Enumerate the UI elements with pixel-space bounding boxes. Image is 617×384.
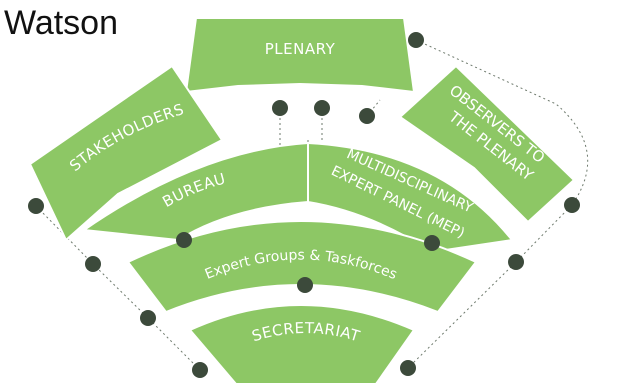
structure-boxes: [28, 17, 576, 384]
connector-dot-icon: [564, 197, 580, 213]
connector-dot-icon: [140, 310, 156, 326]
expert-groups-box: [126, 220, 478, 314]
stakeholders-box: [28, 64, 224, 242]
connector-line-plenary-right: [366, 99, 381, 117]
connector-dot-icon: [85, 256, 101, 272]
connector-line-plenary-outer: [407, 39, 589, 369]
connector-dot-icon: [508, 254, 524, 270]
connector-dot-icon: [359, 108, 375, 124]
connector-dot-icon: [424, 235, 440, 251]
connector-dot-icon: [297, 277, 313, 293]
connector-dot-icon: [272, 100, 288, 116]
plenary-label: PLENARY: [265, 40, 336, 58]
connector-dot-icon: [192, 362, 208, 378]
watson-watermark: Watson: [4, 4, 119, 42]
observers-box: [398, 64, 576, 224]
connector-dots: [28, 32, 580, 378]
connector-dot-icon: [176, 232, 192, 248]
secretariat-box: [188, 304, 416, 384]
connector-dot-icon: [400, 360, 416, 376]
connector-dot-icon: [28, 198, 44, 214]
connector-dot-icon: [314, 100, 330, 116]
mep-box: [307, 141, 514, 254]
plenary-box: [184, 17, 416, 94]
connector-dot-icon: [408, 32, 424, 48]
